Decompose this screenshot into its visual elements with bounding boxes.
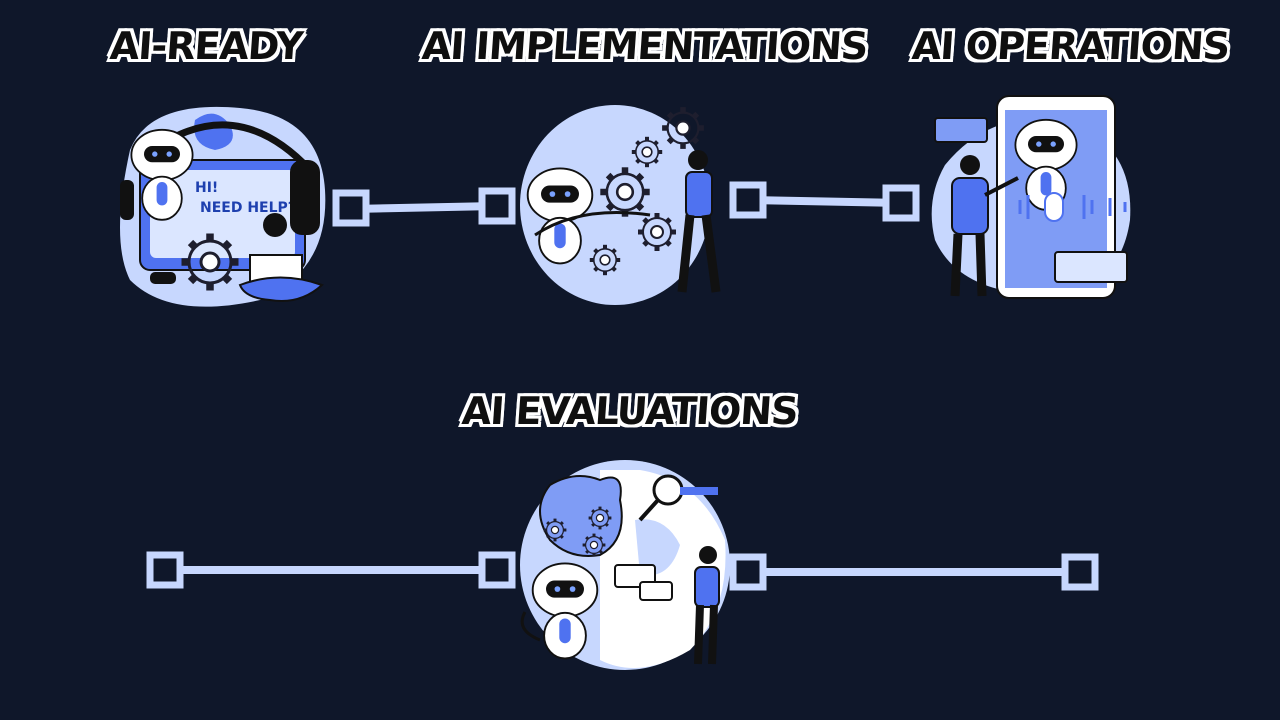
illustration-ai-implementations: [520, 105, 721, 305]
illustration-ai-ready: HI! NEED HELP?: [120, 106, 326, 307]
connector-right-evaluations: [729, 553, 1099, 591]
connector-implementations-to-operations: [729, 181, 920, 222]
speech-line1: HI!: [195, 180, 218, 196]
speech-line2: NEED HELP?: [200, 200, 296, 216]
connector-left-evaluations: [146, 551, 516, 589]
illustration-ai-evaluations: [520, 460, 730, 670]
illustration-ai-operations: [931, 95, 1131, 299]
connector-ready-to-implementations: [332, 187, 516, 227]
